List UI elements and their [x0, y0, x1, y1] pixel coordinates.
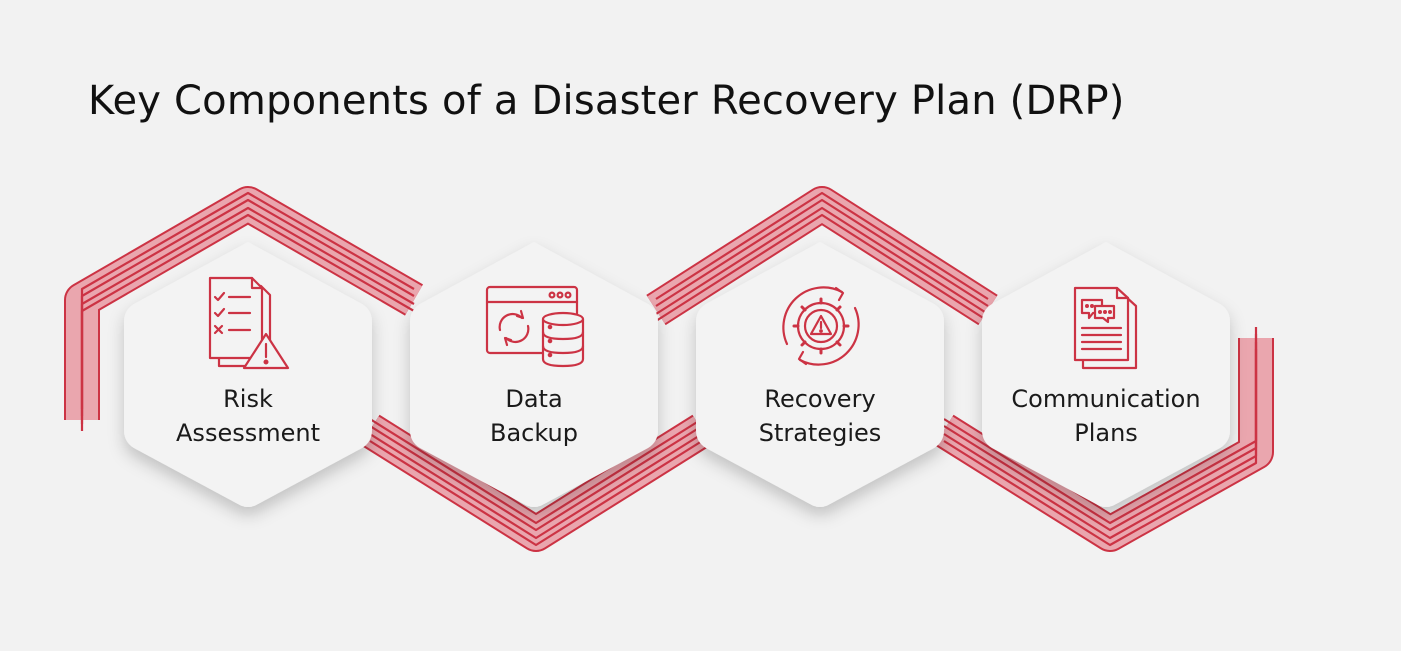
- component-label-line2: Plans: [1074, 419, 1138, 447]
- component-label-line1: Risk: [223, 385, 273, 413]
- component-label-recovery-strategies: Recovery Strategies: [705, 382, 935, 450]
- hexagon-data-backup: [410, 242, 658, 507]
- document-chat-icon: [1073, 286, 1138, 370]
- component-label-line1: Data: [505, 385, 563, 413]
- component-label-data-backup: Data Backup: [419, 382, 649, 450]
- ribbon-bottom-1: [360, 414, 712, 552]
- component-label-communication-plans: Communication Plans: [991, 382, 1221, 450]
- checklist-warning-icon: [208, 276, 290, 370]
- hexagon-recovery-strategies: [696, 242, 944, 507]
- component-label-line2: Strategies: [758, 419, 882, 447]
- hexagon-risk-assessment: [124, 242, 372, 507]
- gear-warning-cycle-icon: [782, 286, 860, 366]
- ribbon-top-2: [646, 186, 998, 326]
- page-title: Key Components of a Disaster Recovery Pl…: [88, 78, 1125, 124]
- component-label-line2: Backup: [490, 419, 578, 447]
- component-label-line2: Assessment: [176, 419, 320, 447]
- hexagon-communication-plans: [982, 242, 1230, 507]
- component-label-risk-assessment: Risk Assessment: [133, 382, 363, 450]
- browser-database-sync-icon: [485, 285, 585, 368]
- component-label-line1: Communication: [1011, 385, 1201, 413]
- component-label-line1: Recovery: [764, 385, 876, 413]
- ribbon-bottom-2: [934, 327, 1274, 552]
- ribbon-top-left: [64, 186, 424, 431]
